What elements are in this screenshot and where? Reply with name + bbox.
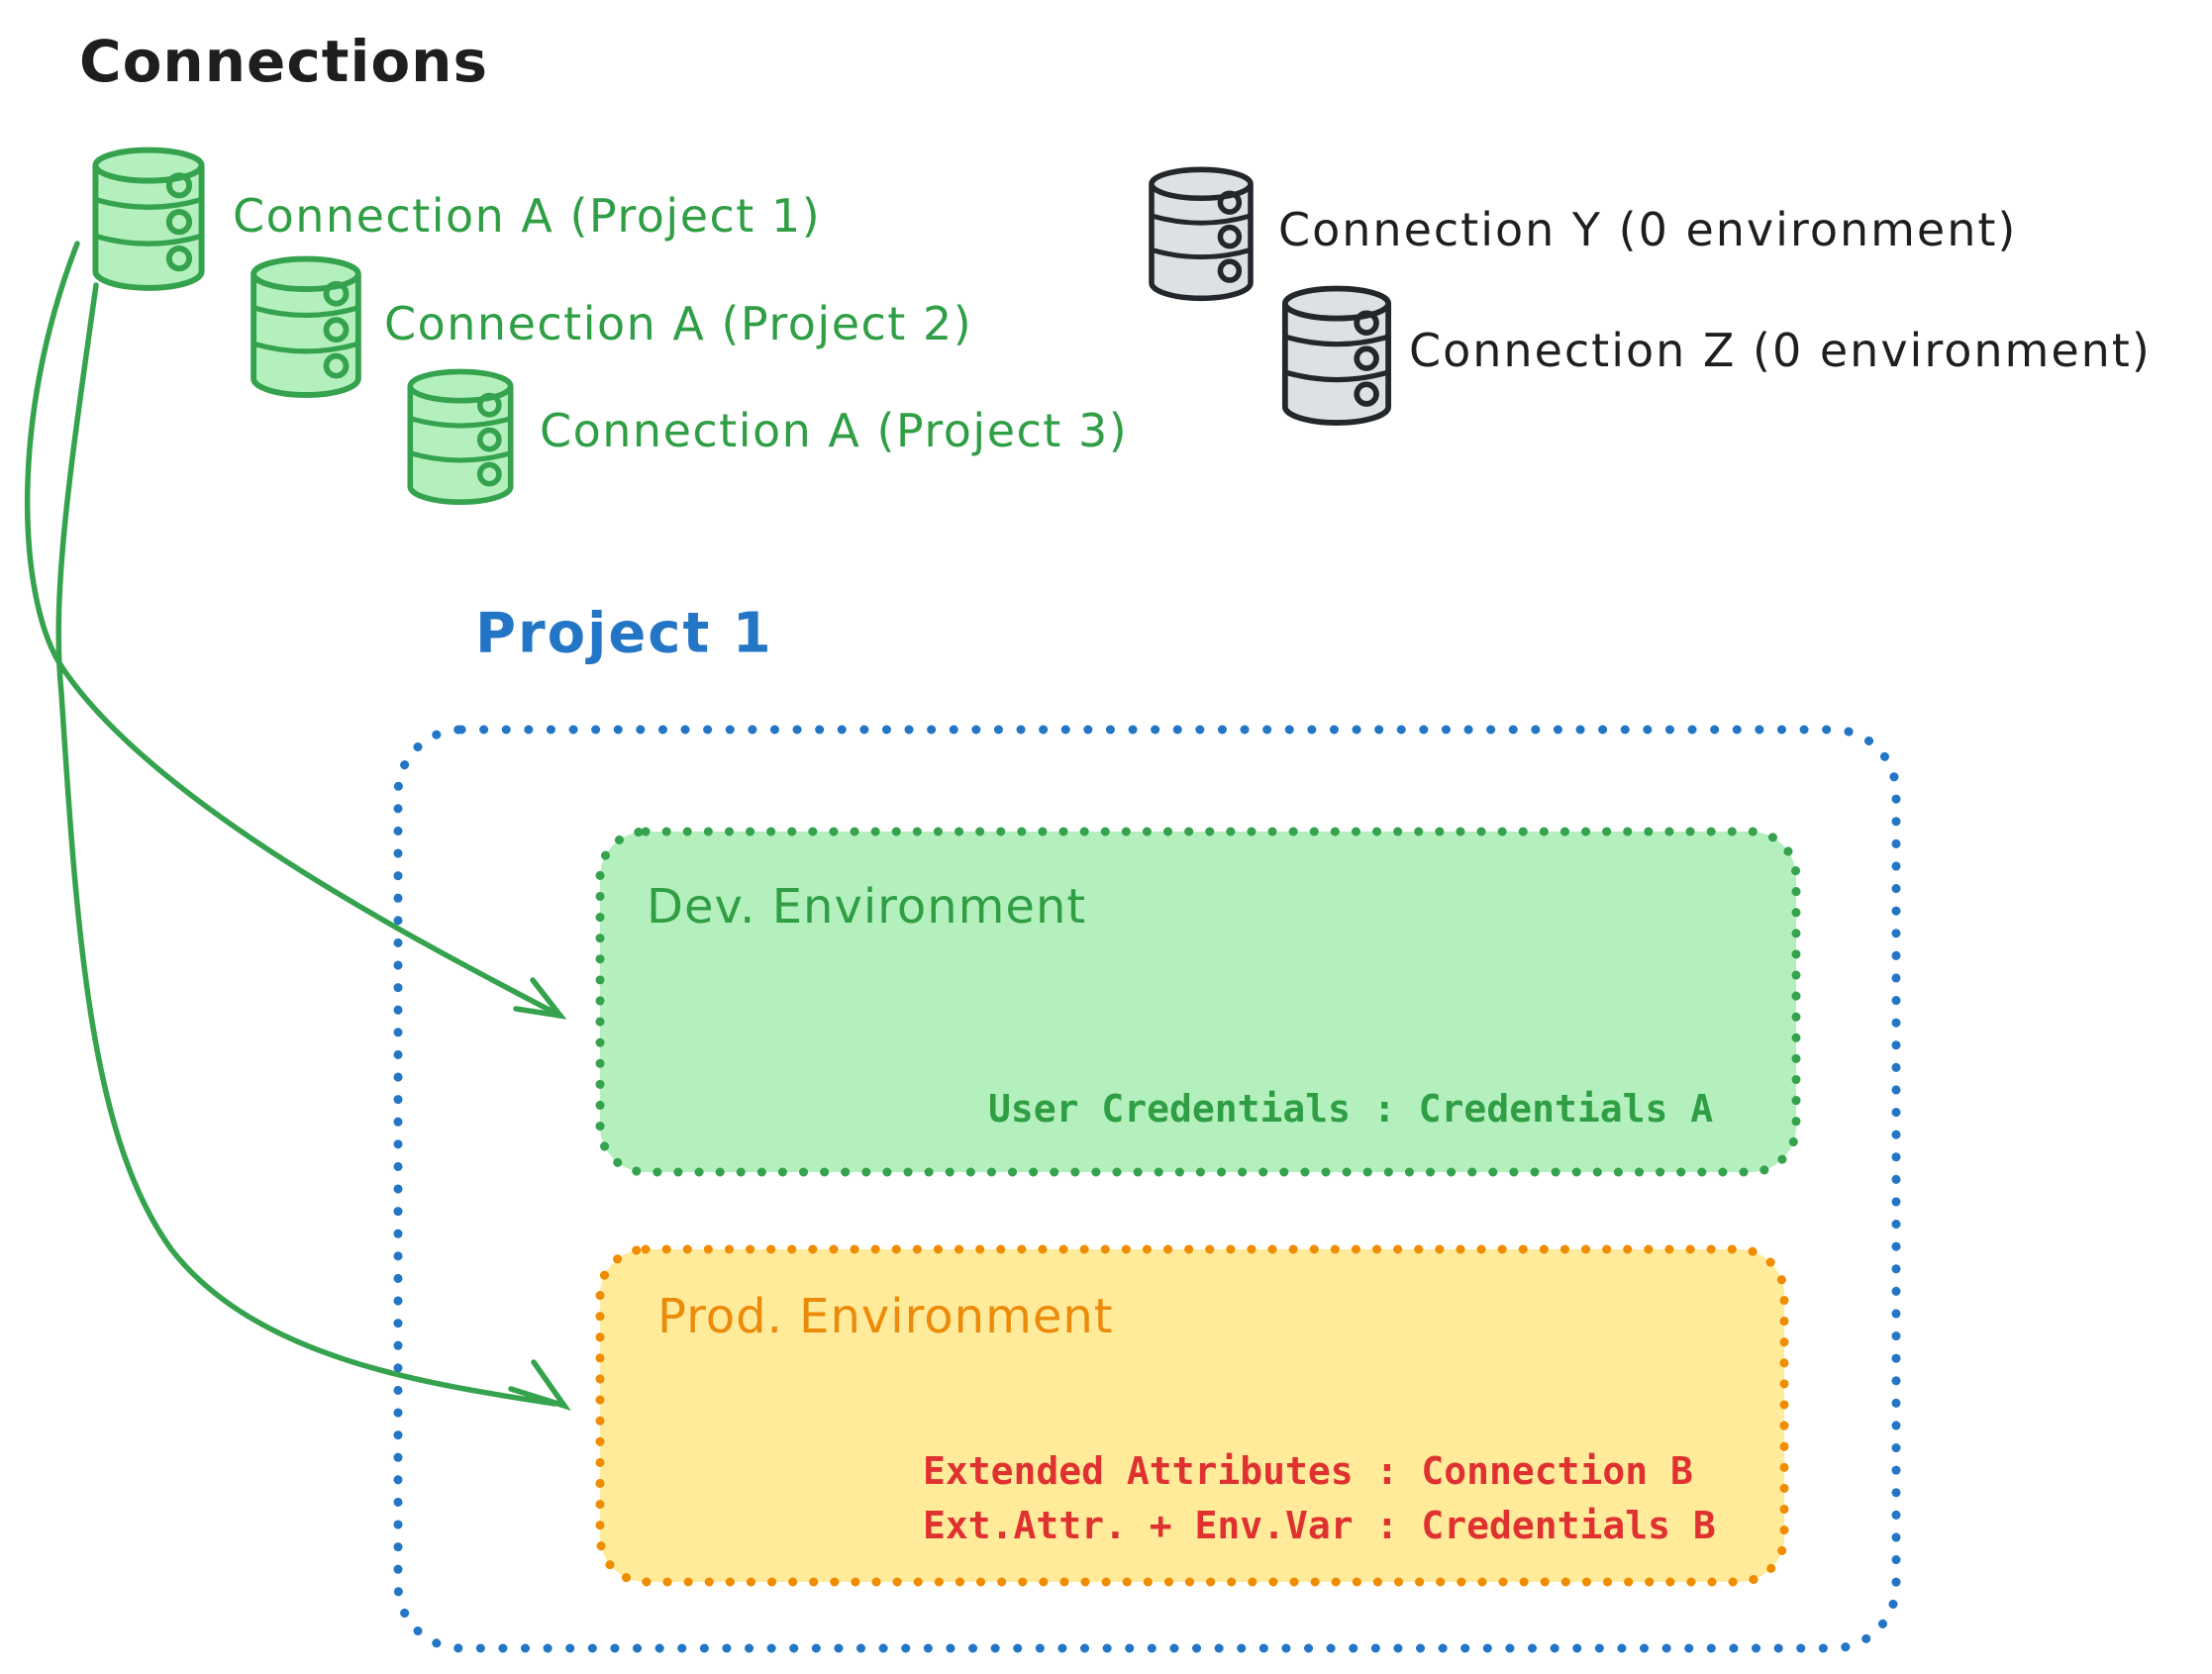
arrow-to-prod-environment: [55, 282, 571, 1412]
dev-environment-title: Dev. Environment: [647, 879, 1087, 935]
project-title: Project 1: [475, 601, 773, 666]
green-database-icon: [253, 259, 358, 395]
green-database-icon: [95, 150, 201, 288]
gray-database-icon: [1152, 169, 1251, 298]
prod-credentials-line2: Ext.Attr. + Env.Var : Credentials B: [923, 1504, 1716, 1547]
green-database-icon: [410, 371, 510, 502]
prod-environment-title: Prod. Environment: [657, 1289, 1114, 1344]
connection-label-project2: Connection A (Project 2): [384, 297, 973, 350]
connection-label-project1: Connection A (Project 1): [233, 189, 822, 243]
prod-credentials-text: Extended Attributes : Connection B Ext.A…: [923, 1444, 1716, 1553]
diagram-title: Connections: [79, 28, 488, 95]
gray-database-icon: [1285, 288, 1388, 423]
prod-credentials-line1: Extended Attributes : Connection B: [923, 1449, 1693, 1493]
connection-label-project3: Connection A (Project 3): [540, 404, 1129, 457]
connection-label-z: Connection Z (0 environment): [1409, 324, 2152, 377]
dev-credentials-text: User Credentials : Credentials A: [988, 1087, 1714, 1131]
connection-label-y: Connection Y (0 environment): [1278, 203, 2018, 256]
